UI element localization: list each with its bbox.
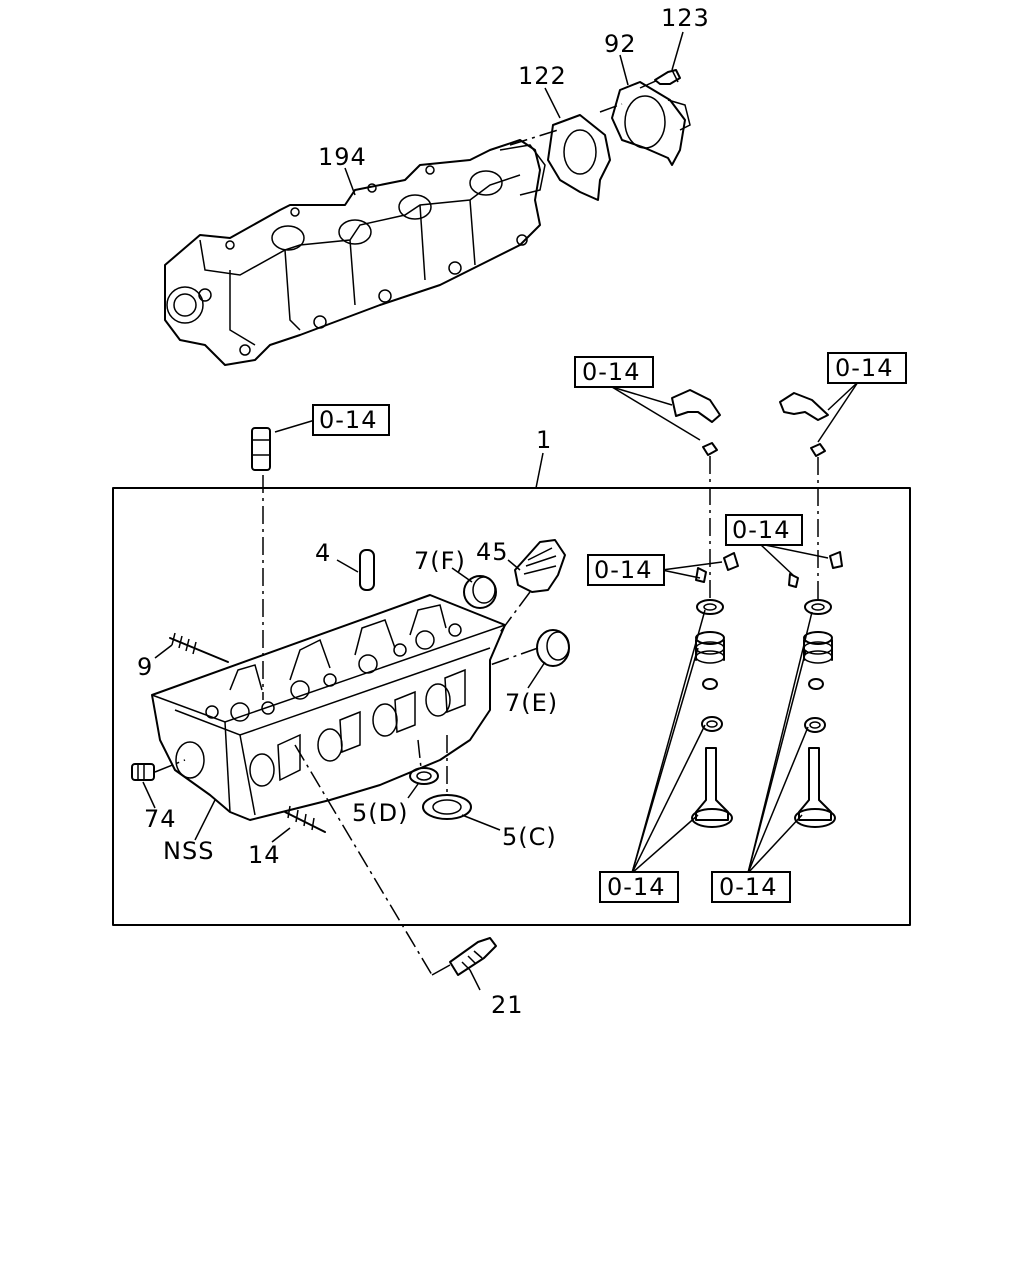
svg-text:0-14: 0-14 bbox=[594, 556, 652, 584]
callout-7f: 7(F) bbox=[414, 547, 466, 575]
leader-line bbox=[271, 827, 291, 843]
leader-line bbox=[631, 814, 699, 874]
assembly-line bbox=[639, 79, 659, 89]
leader-line bbox=[817, 381, 859, 443]
callout-122: 122 bbox=[518, 62, 567, 90]
stud-9 bbox=[169, 632, 229, 663]
ref-box-rocker-right[interactable]: 0-14 bbox=[827, 352, 907, 384]
leader-line bbox=[671, 31, 684, 71]
ref-box-rocker-left[interactable]: 0-14 bbox=[574, 356, 654, 388]
svg-text:0-14: 0-14 bbox=[582, 358, 640, 386]
leader-line bbox=[661, 561, 723, 571]
ref-box-keeper-right[interactable]: 0-14 bbox=[725, 514, 803, 546]
leader-line bbox=[611, 386, 701, 441]
leader-line bbox=[344, 167, 356, 196]
leader-line bbox=[631, 724, 706, 874]
intake-manifold bbox=[164, 139, 546, 366]
thermostat-housing bbox=[514, 539, 566, 593]
callout-45: 45 bbox=[476, 538, 509, 566]
cylinder-head-assembly-box bbox=[112, 487, 911, 926]
seal-c bbox=[422, 794, 472, 820]
assembly-line bbox=[294, 744, 433, 976]
leader-line bbox=[336, 559, 359, 573]
leader-line bbox=[759, 543, 829, 559]
ref-box-lifter[interactable]: 0-14 bbox=[312, 404, 390, 436]
callout-92: 92 bbox=[604, 30, 637, 58]
leader-line bbox=[527, 661, 546, 689]
assembly-line bbox=[417, 739, 422, 769]
leader-line bbox=[611, 386, 673, 406]
callout-21: 21 bbox=[491, 991, 524, 1019]
plug-e bbox=[536, 629, 570, 667]
stud-14 bbox=[284, 805, 326, 833]
leader-line bbox=[661, 569, 701, 579]
ref-box-valve-left[interactable]: 0-14 bbox=[599, 871, 679, 903]
plug-f bbox=[463, 575, 497, 609]
leader-line bbox=[827, 381, 859, 411]
ref-box-valve-right[interactable]: 0-14 bbox=[711, 871, 791, 903]
leader-line bbox=[535, 452, 544, 489]
assembly-line bbox=[154, 759, 186, 773]
callout-74: 74 bbox=[144, 805, 177, 833]
leader-line bbox=[507, 559, 521, 571]
valve-train-left bbox=[671, 389, 739, 828]
callout-14: 14 bbox=[248, 841, 281, 869]
leader-line bbox=[747, 649, 807, 874]
ref-box-keeper-left[interactable]: 0-14 bbox=[587, 554, 665, 586]
plug-74 bbox=[131, 763, 155, 781]
callout-5d: 5(D) bbox=[352, 799, 408, 827]
seal-d bbox=[409, 767, 439, 785]
svg-text:0-14: 0-14 bbox=[732, 516, 790, 544]
leader-line bbox=[759, 543, 795, 577]
dowel-pin bbox=[359, 549, 375, 591]
leader-line bbox=[274, 419, 316, 433]
leader-line bbox=[544, 87, 561, 119]
leader-line bbox=[469, 969, 481, 991]
callout-7e: 7(E) bbox=[505, 689, 558, 717]
svg-text:0-14: 0-14 bbox=[607, 873, 665, 901]
leader-line bbox=[631, 647, 699, 874]
assembly-line bbox=[599, 103, 623, 113]
spark-plug bbox=[449, 937, 497, 976]
svg-text:0-14: 0-14 bbox=[835, 354, 893, 382]
leader-line bbox=[461, 814, 501, 831]
callout-nss: NSS bbox=[163, 837, 214, 865]
valve-train-right bbox=[779, 392, 843, 828]
svg-text:0-14: 0-14 bbox=[319, 406, 377, 434]
assembly-line bbox=[509, 129, 559, 146]
callout-123: 123 bbox=[661, 4, 710, 32]
leader-line bbox=[431, 964, 451, 976]
leader-line bbox=[154, 644, 173, 659]
leader-line bbox=[142, 781, 156, 809]
leader-line bbox=[747, 726, 809, 874]
leader-line bbox=[619, 54, 629, 86]
callout-194: 194 bbox=[318, 143, 367, 171]
callout-4: 4 bbox=[315, 539, 331, 567]
svg-text:0-14: 0-14 bbox=[719, 873, 777, 901]
callout-1: 1 bbox=[536, 426, 552, 454]
leader-line bbox=[451, 567, 473, 583]
throttle-gasket bbox=[547, 114, 611, 201]
callout-9: 9 bbox=[137, 653, 153, 681]
callout-5c: 5(C) bbox=[502, 823, 557, 851]
leader-line bbox=[747, 814, 803, 874]
assembly-line bbox=[489, 647, 539, 666]
throttle-flange bbox=[611, 81, 691, 166]
leader-line bbox=[194, 799, 216, 841]
flange-bolt bbox=[654, 69, 681, 85]
cylinder-head bbox=[151, 594, 506, 821]
leader-line bbox=[407, 783, 419, 799]
valve-lifter bbox=[251, 427, 271, 471]
